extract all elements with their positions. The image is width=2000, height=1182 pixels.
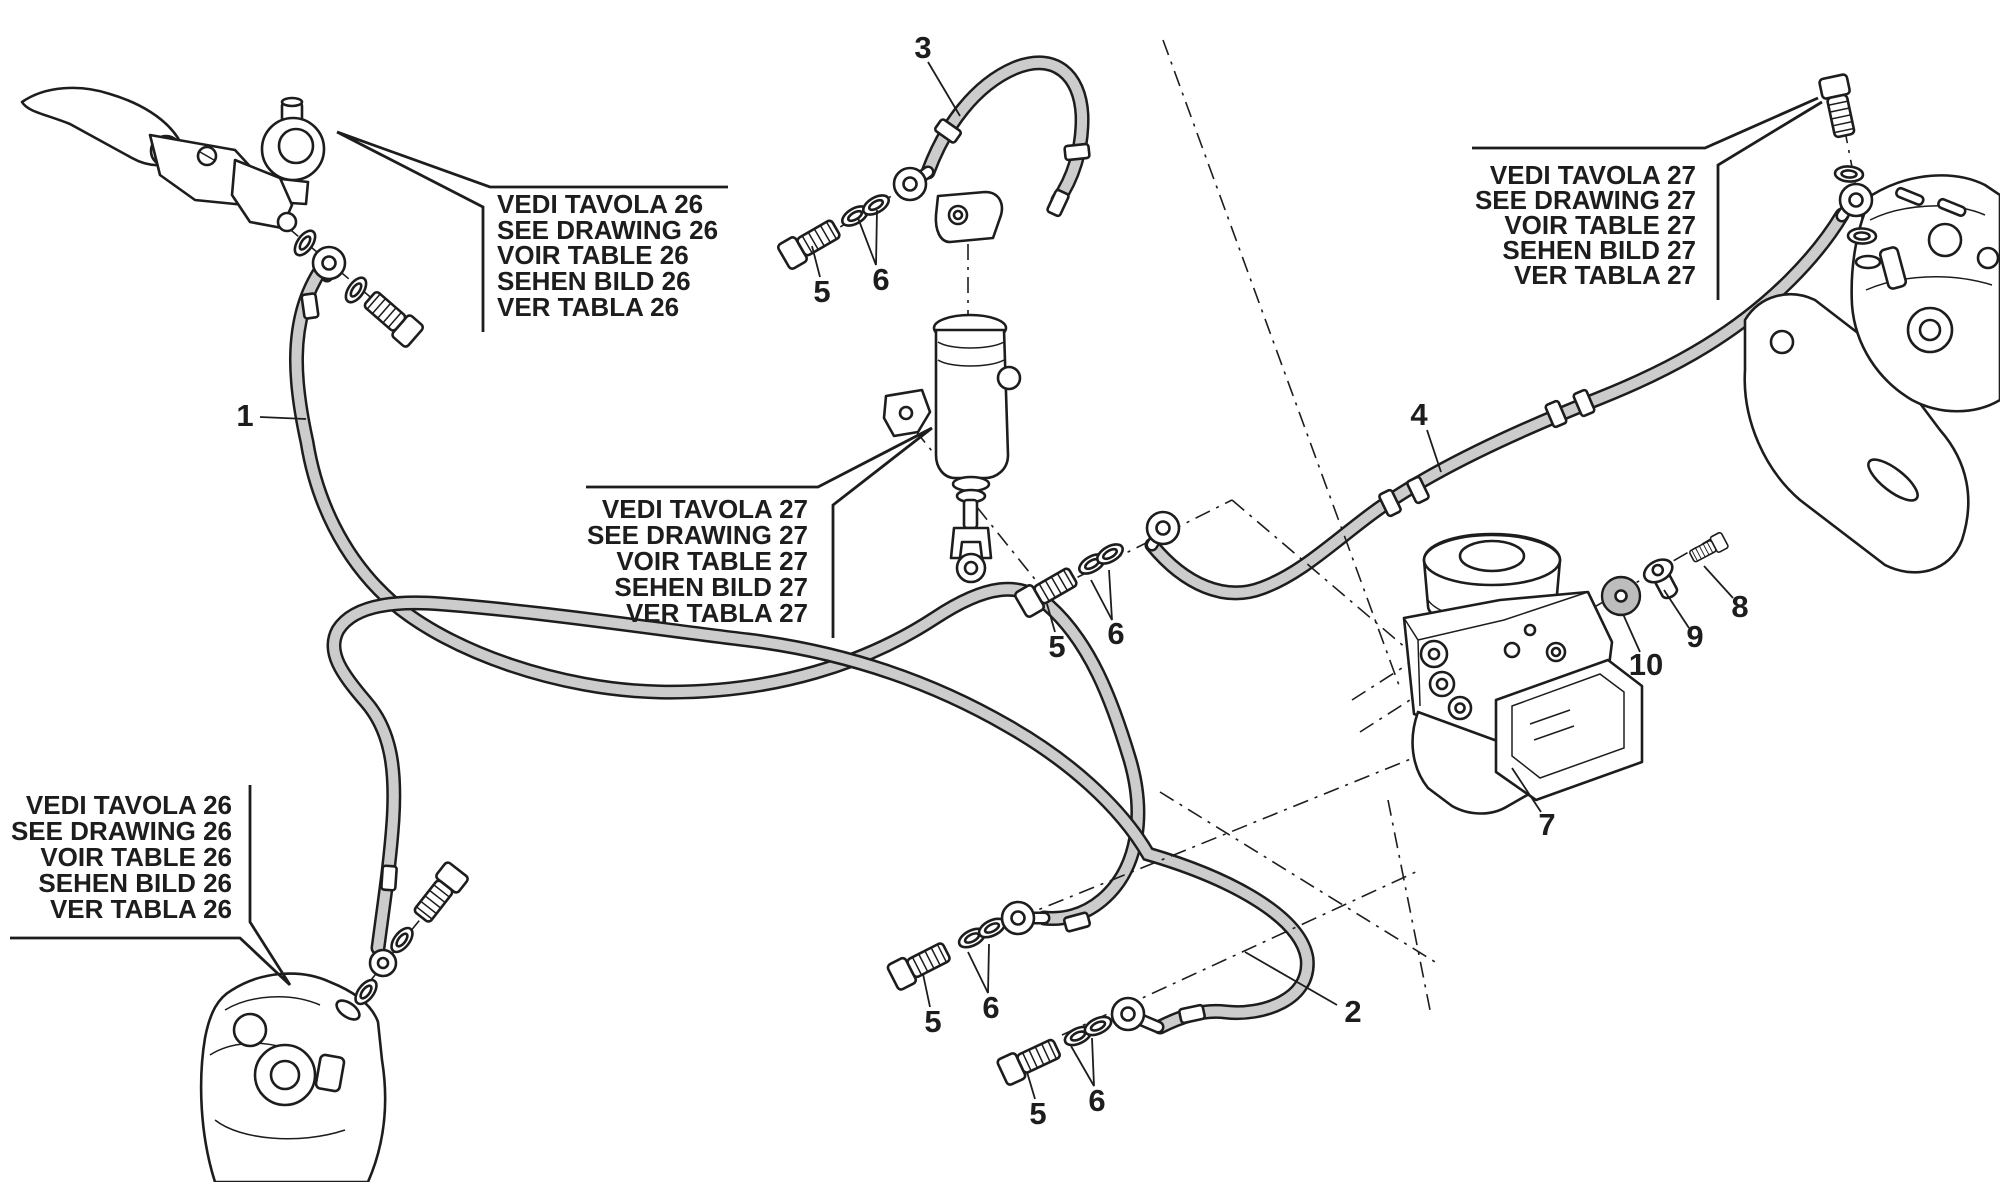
- part-label-10: 10: [1629, 647, 1663, 682]
- callout-line: VER TABLA 27: [1514, 260, 1696, 290]
- hose-collar: [1177, 1003, 1207, 1025]
- hose-collar: [300, 291, 320, 321]
- banjo-fitting: [1838, 182, 1874, 218]
- callout-line: SEE DRAWING 26: [497, 215, 718, 245]
- sealing-washer: [1846, 226, 1878, 246]
- rear-master-cylinder: [932, 190, 1022, 584]
- banjo-bolt: [359, 286, 426, 350]
- hose-collar: [379, 864, 399, 892]
- callout-bottom-left: VEDI TAVOLA 26 SEE DRAWING 26 VOIR TABLE…: [10, 785, 292, 987]
- callout-line: VOIR TABLE 26: [497, 240, 689, 270]
- banjo-fitting: [311, 245, 347, 281]
- callout-line: VER TABLA 26: [497, 292, 679, 322]
- part-label-6: 6: [982, 990, 999, 1025]
- abs-connector: [1494, 658, 1644, 802]
- sealing-washer: [858, 190, 894, 220]
- sealing-washer: [1833, 164, 1865, 184]
- abs-spacer: [1642, 558, 1679, 600]
- callout-line: VER TABLA 26: [50, 894, 232, 924]
- callout-line: VEDI TAVOLA 26: [497, 189, 703, 219]
- callout-line: VEDI TAVOLA 27: [1490, 160, 1696, 190]
- sealing-washer: [386, 923, 418, 957]
- banjo-bolt: [885, 937, 955, 993]
- callout-top-right: VEDI TAVOLA 27 SEE DRAWING 27 VOIR TABLE…: [1472, 96, 1823, 300]
- sealing-washer: [1092, 539, 1128, 569]
- callout-line: SEHEN BILD 26: [38, 868, 232, 898]
- part-label-1: 1: [236, 398, 253, 433]
- callout-line: VER TABLA 27: [626, 598, 808, 628]
- part-label-5: 5: [1048, 629, 1065, 664]
- callout-line: VEDI TAVOLA 27: [602, 494, 808, 524]
- part-label-4: 4: [1410, 397, 1428, 432]
- part-label-5: 5: [924, 1004, 941, 1039]
- part-label-3: 3: [914, 30, 931, 65]
- abs-unit: [1402, 531, 1730, 815]
- banjo-bolt-set-rear-mc: [775, 165, 935, 272]
- callout-line: SEHEN BILD 26: [497, 266, 691, 296]
- callout-line: SEHEN BILD 27: [614, 572, 808, 602]
- sealing-washer: [350, 975, 382, 1009]
- hose-collar: [1063, 142, 1091, 162]
- rear-caliper: [1743, 72, 2000, 574]
- part-label-5: 5: [813, 274, 830, 309]
- part-label-6: 6: [872, 262, 889, 297]
- banjo-bolt: [1817, 72, 1860, 140]
- banjo-bolt: [775, 214, 845, 272]
- callout-line: VOIR TABLE 27: [616, 546, 808, 576]
- callout-line: VEDI TAVOLA 26: [26, 790, 232, 820]
- part-label-2: 2: [1344, 994, 1361, 1029]
- hose-end-fitting: [1045, 187, 1071, 219]
- abs-mount-screw: [1686, 531, 1730, 566]
- front-caliper: [199, 859, 471, 1182]
- banjo-bolt: [408, 859, 471, 927]
- part-label-7: 7: [1538, 807, 1555, 842]
- callout-top-left: VEDI TAVOLA 26 SEE DRAWING 26 VOIR TABLE…: [336, 130, 728, 332]
- part-label-9: 9: [1686, 619, 1703, 654]
- banjo-bolt-set-abs-front-out: [995, 996, 1165, 1088]
- banjo-fitting: [1145, 510, 1181, 546]
- callout-line: SEE DRAWING 27: [587, 520, 808, 550]
- banjo-fitting: [1110, 996, 1146, 1032]
- banjo-bolt-set-abs-front-in: [885, 900, 1051, 993]
- callout-line: VOIR TABLE 26: [40, 842, 232, 872]
- front-caliper-hose: [329, 597, 1313, 1032]
- rear-caliper-hose: [1147, 210, 1847, 598]
- callout-line: SEE DRAWING 26: [11, 816, 232, 846]
- part-label-6: 6: [1088, 1083, 1105, 1118]
- part-label-6: 6: [1107, 616, 1124, 651]
- callout-line: SEHEN BILD 27: [1502, 235, 1696, 265]
- callout-line: SEE DRAWING 27: [1475, 185, 1696, 215]
- part-number-labels: 1 2 3 4 5 6 5 6 5 6 5 6 7 8 9 10: [236, 30, 1748, 1131]
- banjo-fitting: [892, 166, 928, 202]
- part-label-8: 8: [1731, 589, 1748, 624]
- banjo-bolt-set-abs-rear: [882, 388, 1181, 620]
- banjo-fitting: [1000, 900, 1036, 936]
- abs-grommet: [1600, 575, 1642, 617]
- callout-line: VOIR TABLE 27: [1504, 210, 1696, 240]
- front-master-cylinder-assembly: [20, 86, 426, 350]
- sealing-washer: [1080, 1011, 1116, 1041]
- part-label-5: 5: [1029, 1096, 1046, 1131]
- callout-center: VEDI TAVOLA 27 SEE DRAWING 27 VOIR TABLE…: [586, 426, 933, 638]
